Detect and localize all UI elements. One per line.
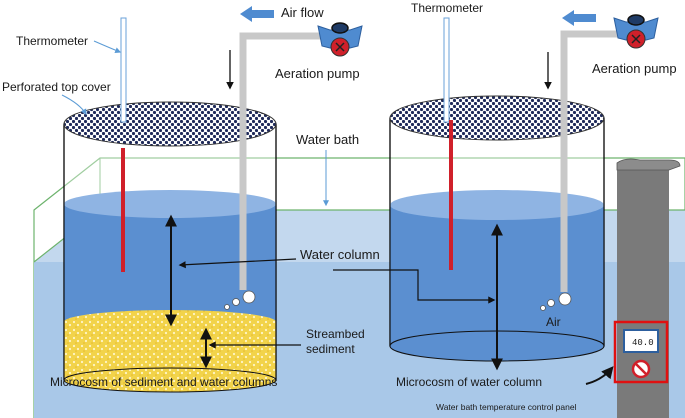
leader-water-column-right	[333, 269, 496, 304]
label-perforated-top-cover: Perforated top cover	[2, 80, 111, 94]
label-thermometer-left: Thermometer	[16, 34, 88, 48]
leader-water-column-left	[178, 258, 297, 269]
label-microcosm-right: Microcosm of water column	[396, 375, 542, 389]
leader-top-cover	[61, 94, 87, 116]
arrow-left-icon	[562, 10, 596, 26]
control-panel	[613, 158, 681, 418]
perforated-top-cover-left	[63, 101, 277, 147]
arrow-left-icon	[240, 6, 274, 22]
label-microcosm-left: Microcosm of sediment and water columns	[50, 375, 277, 389]
label-aeration-pump-left: Aeration pump	[275, 66, 360, 81]
leader-thermometer	[93, 40, 122, 54]
label-aeration-pump-right: Aeration pump	[592, 61, 677, 76]
temperature-display	[623, 329, 659, 353]
leader-control-panel	[585, 366, 614, 385]
aeration-pump-icon	[317, 22, 363, 57]
label-air: Air	[546, 315, 561, 329]
aeration-pump-icon	[613, 14, 659, 49]
label-water-bath: Water bath	[296, 132, 359, 147]
label-thermometer-right: Thermometer	[411, 1, 483, 15]
perforated-top-cover-right	[389, 95, 605, 141]
control-panel-highlight	[613, 320, 669, 384]
label-air-flow: Air flow	[281, 5, 324, 20]
label-streambed-2: sediment	[306, 342, 355, 356]
thermometer-left	[120, 17, 127, 272]
thermometer-right	[443, 17, 453, 270]
aeration-pipe-left	[224, 32, 322, 310]
display-reading: 40.0	[632, 338, 654, 348]
label-water-column: Water column	[300, 247, 380, 262]
label-control-panel: Water bath temperature control panel	[436, 402, 577, 412]
aeration-pipe-right	[540, 30, 630, 311]
label-streambed-1: Streambed	[306, 327, 365, 341]
no-entry-icon	[631, 359, 651, 379]
